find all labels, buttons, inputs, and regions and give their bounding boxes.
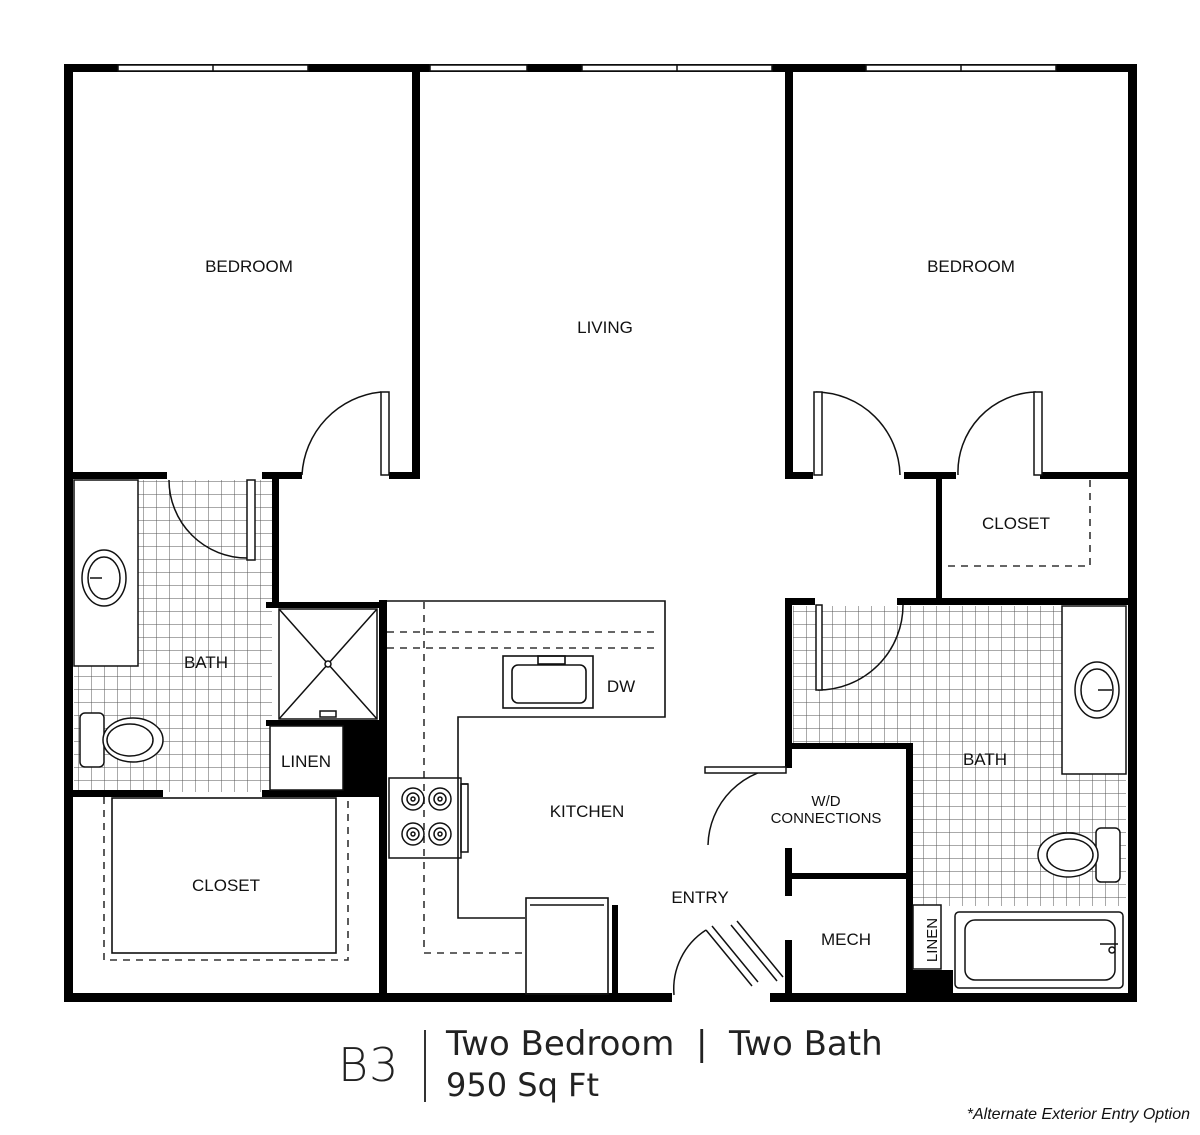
room-label-linen-left: LINEN: [281, 752, 331, 771]
footnote: *Alternate Exterior Entry Option: [966, 1106, 1190, 1123]
footer-divider: [424, 1030, 426, 1102]
unit-type: Two Bedroom | Two Bath: [446, 1024, 883, 1064]
room-label-living: LIVING: [577, 318, 633, 337]
unit-area: 950 Sq Ft: [446, 1066, 599, 1104]
room-label-kitchen: KITCHEN: [550, 802, 625, 821]
room-label-wd-line2: CONNECTIONS: [771, 810, 882, 827]
bathtub: [954, 911, 1124, 989]
sink-left: [81, 549, 127, 607]
room-label-bedroom-right: BEDROOM: [927, 257, 1015, 276]
room-label-bath-right: BATH: [963, 750, 1007, 769]
room-label-closet-right: CLOSET: [982, 514, 1050, 533]
sink-right: [1074, 661, 1120, 719]
unit-code: B3: [338, 1038, 400, 1092]
doors: [168, 391, 1043, 996]
kitchen-counter: [387, 600, 666, 995]
shower: [278, 608, 378, 720]
dashed-lines: [103, 480, 1091, 961]
room-label-bedroom-left: BEDROOM: [205, 257, 293, 276]
windows: [117, 64, 1057, 72]
room-label-closet-left: CLOSET: [192, 876, 260, 895]
linen-left-box: [269, 725, 344, 791]
room-label-mech: MECH: [821, 930, 871, 949]
toilet-left: [79, 712, 164, 768]
room-label-wd-line1: W/D: [811, 793, 840, 810]
floor-plan: BEDROOM LIVING BEDROOM CLOSET BATH DW LI…: [64, 64, 1137, 1002]
closet-rod: [111, 797, 337, 954]
room-label-bath-left: BATH: [184, 653, 228, 672]
toilet-right: [1037, 827, 1121, 883]
linen-right-box: [912, 904, 942, 970]
stove: [388, 777, 469, 859]
room-label-entry: ENTRY: [671, 888, 728, 907]
interior-walls: [73, 72, 1130, 996]
room-label-linen-right: LINEN: [924, 918, 941, 962]
room-label-dw: DW: [607, 677, 635, 696]
